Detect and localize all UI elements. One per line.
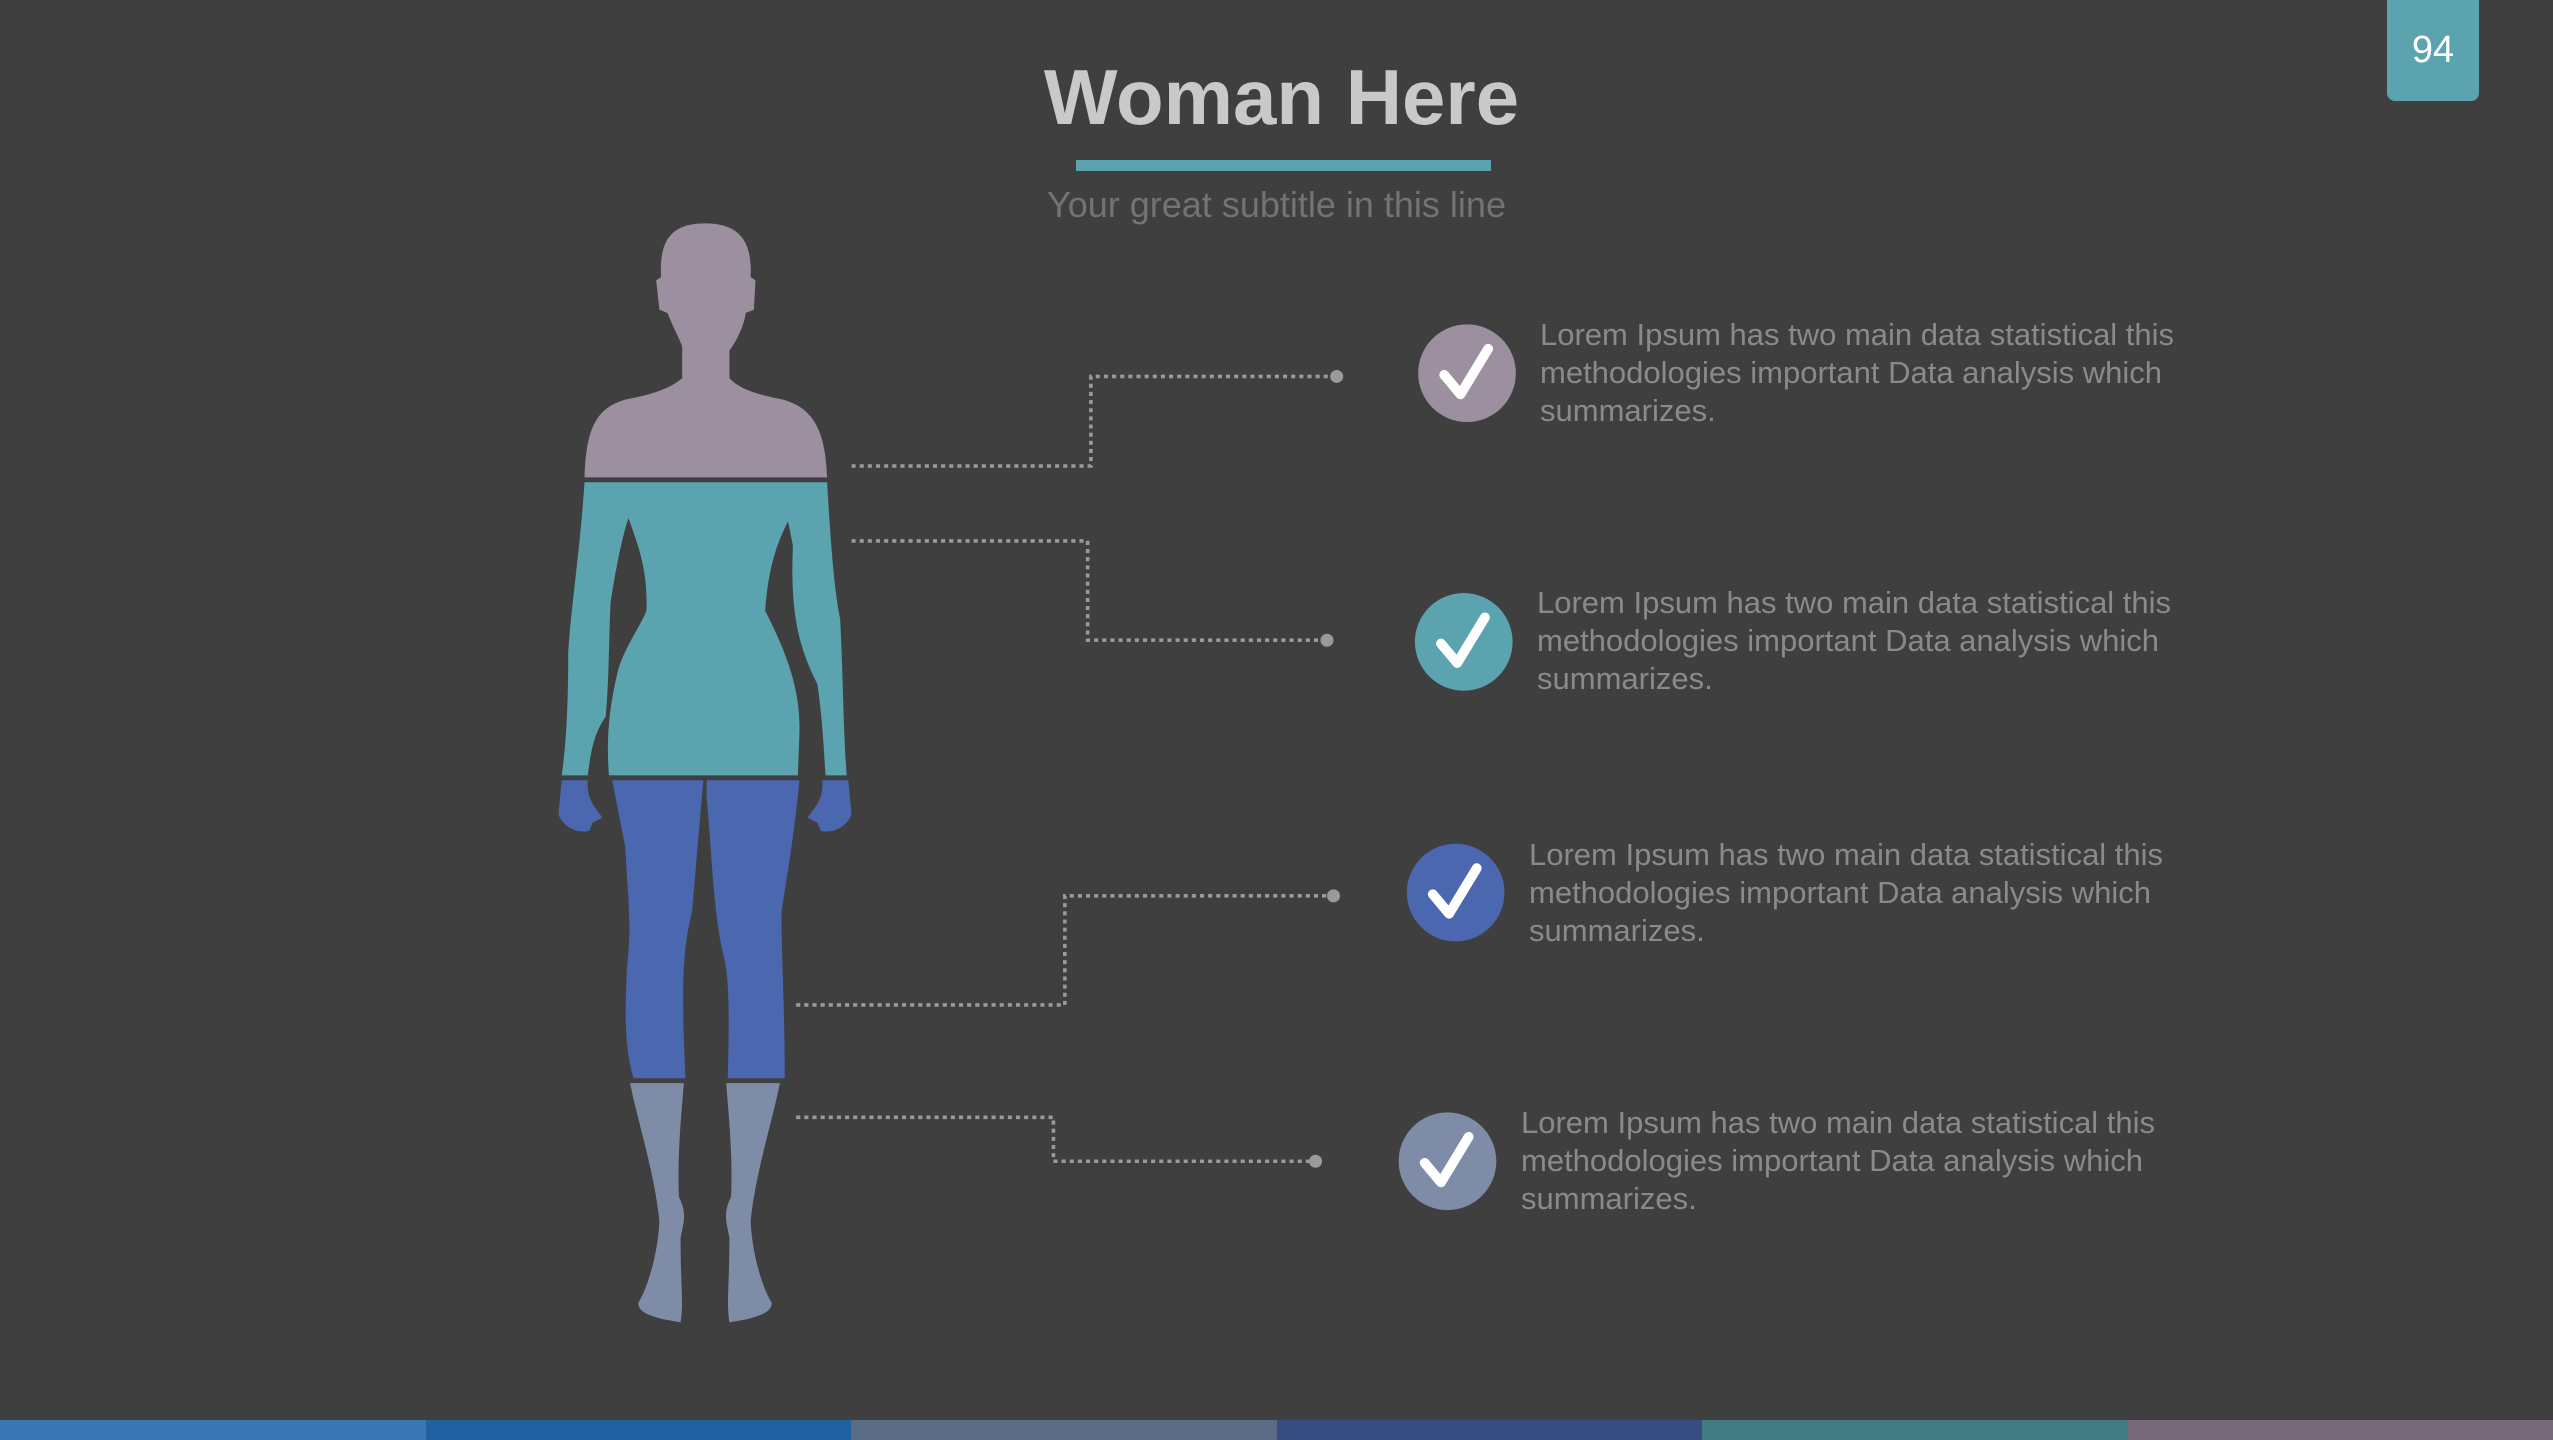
footer-bar: [1702, 1420, 2128, 1440]
figure-left-hand: [558, 780, 603, 832]
footer-color-bars: [0, 1420, 2553, 1440]
connector-dot-3: [1326, 889, 1340, 903]
figure-torso-arms: [561, 482, 847, 776]
footer-bar: [0, 1420, 426, 1440]
connector-dot-1: [1330, 369, 1344, 383]
page-title: Woman Here: [1043, 53, 1520, 141]
figure-right-hand: [807, 780, 852, 832]
connector-line-2: [851, 539, 1327, 643]
page-subtitle: Your great subtitle in this line: [1047, 184, 1506, 225]
item-text-4: Lorem Ipsum has two main data statistica…: [1521, 1105, 2156, 1216]
figure-left-lower-leg: [630, 1083, 685, 1323]
item-text-1: Lorem Ipsum has two main data statistica…: [1540, 317, 2175, 428]
title-underline: [1076, 160, 1491, 171]
footer-bar: [851, 1420, 1277, 1440]
connector-line-1: [851, 374, 1337, 468]
check-icon: [1418, 324, 1516, 423]
check-icon: [1398, 1112, 1497, 1211]
item-text-2: Lorem Ipsum has two main data statistica…: [1537, 585, 2172, 696]
page-number-badge: 94: [2387, 0, 2479, 101]
footer-bar: [2127, 1420, 2553, 1440]
check-icon: [1414, 593, 1513, 691]
connector-dot-4: [1309, 1154, 1323, 1168]
figure-left-upper-leg: [612, 780, 704, 1079]
footer-bar: [425, 1420, 851, 1440]
figure-right-lower-leg: [725, 1083, 780, 1323]
woman-figure: [558, 223, 852, 1323]
connector-line-4: [796, 1115, 1316, 1164]
figure-head-shoulders: [584, 223, 828, 478]
connector-line-3: [796, 894, 1334, 1007]
item-text-3: Lorem Ipsum has two main data statistica…: [1529, 837, 2164, 948]
connector-dot-2: [1320, 633, 1334, 647]
figure-right-upper-leg: [706, 780, 800, 1079]
footer-bar: [1276, 1420, 1702, 1440]
check-icon: [1406, 843, 1505, 942]
